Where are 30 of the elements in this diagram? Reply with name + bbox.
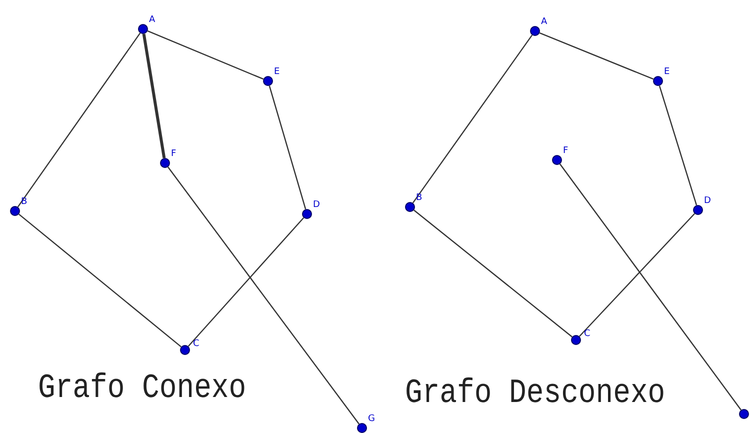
vertex-label: C bbox=[193, 339, 200, 349]
graph-edge bbox=[142, 34, 166, 158]
graph-edge bbox=[168, 166, 360, 424]
vertex-label: F bbox=[171, 149, 176, 159]
vertex bbox=[571, 326, 593, 345]
graph-edge bbox=[658, 86, 698, 206]
vertex-label: F bbox=[563, 146, 568, 156]
vertex-label: B bbox=[21, 197, 28, 207]
graph-edge bbox=[578, 213, 696, 337]
vertex bbox=[180, 336, 202, 355]
graph-edge bbox=[559, 164, 742, 410]
graph-edge bbox=[147, 30, 264, 80]
vertex-label: C bbox=[584, 329, 590, 339]
graph-title: Grafo Desconexo bbox=[405, 375, 666, 413]
vertex-label: G bbox=[368, 414, 375, 424]
graph-title: Grafo Conexo bbox=[38, 370, 246, 408]
vertex-label: A bbox=[541, 17, 548, 27]
graph-edge bbox=[18, 214, 182, 348]
graph-edge bbox=[414, 210, 572, 338]
vertex-label: D bbox=[704, 196, 711, 206]
vertex-label: E bbox=[664, 67, 670, 77]
graph-edge bbox=[412, 34, 533, 204]
graph-edge bbox=[17, 32, 141, 208]
vertex-label: B bbox=[416, 193, 422, 203]
graph-edge bbox=[539, 32, 654, 80]
graph-edge bbox=[268, 86, 306, 210]
vertex-label: A bbox=[149, 15, 156, 25]
vertex-label: E bbox=[274, 67, 280, 77]
vertex-label: D bbox=[313, 200, 320, 210]
graph-edge bbox=[188, 217, 304, 347]
